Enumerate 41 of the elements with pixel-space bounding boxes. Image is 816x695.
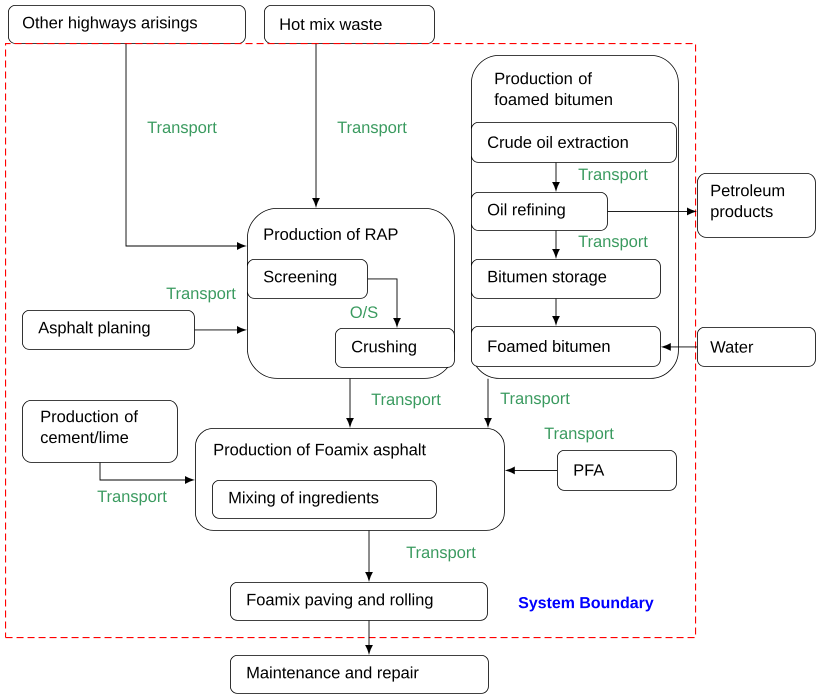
process-box: Petroleum products: [697, 173, 816, 238]
arrow: [552, 298, 560, 325]
process-box: Screening: [247, 259, 368, 299]
process-box: Mixing of ingredients: [212, 480, 437, 519]
arrow: [365, 620, 373, 654]
process-box: Hot mix waste: [264, 5, 435, 44]
arrow: [607, 208, 696, 216]
arrow: [506, 466, 558, 474]
process-box: Crude oil extraction: [471, 122, 677, 163]
process-box: Crushing: [335, 328, 455, 368]
process-box: Foamix paving and rolling: [230, 582, 488, 621]
arrow: [484, 378, 492, 427]
process-box: PFA: [557, 450, 677, 491]
edge-label: Transport: [499, 392, 571, 408]
process-box: Other highways arisings: [8, 5, 246, 44]
edge-label: Transport: [370, 392, 442, 410]
arrow: [100, 462, 194, 484]
process-box: Bitumen storage: [471, 259, 661, 299]
edge-label: Transport: [577, 168, 649, 184]
process-box: Foamed bitumen: [471, 326, 661, 367]
arrow: [552, 162, 560, 191]
arrow: [126, 43, 246, 250]
process-box: Maintenance and repair: [230, 655, 489, 694]
process-box: Asphalt planing: [22, 310, 195, 350]
edge-label: Transport: [336, 120, 408, 138]
edge-label: Transport: [577, 234, 649, 252]
process-box: Water: [697, 327, 816, 367]
process-box: Production of cement/lime: [22, 400, 178, 463]
arrow: [367, 278, 401, 327]
arrow: [194, 326, 246, 334]
arrow: [346, 378, 354, 427]
arrow: [312, 43, 320, 207]
edge-label: Transport: [543, 426, 615, 444]
edge-label: Transport: [146, 120, 218, 138]
arrow: [662, 343, 698, 351]
edge-label: Transport: [405, 546, 477, 562]
process-box: Oil refining: [471, 192, 608, 231]
arrow: [365, 530, 373, 581]
edge-label: Transport: [96, 490, 168, 506]
edge-label: Transport: [165, 286, 237, 304]
arrow: [552, 230, 560, 258]
